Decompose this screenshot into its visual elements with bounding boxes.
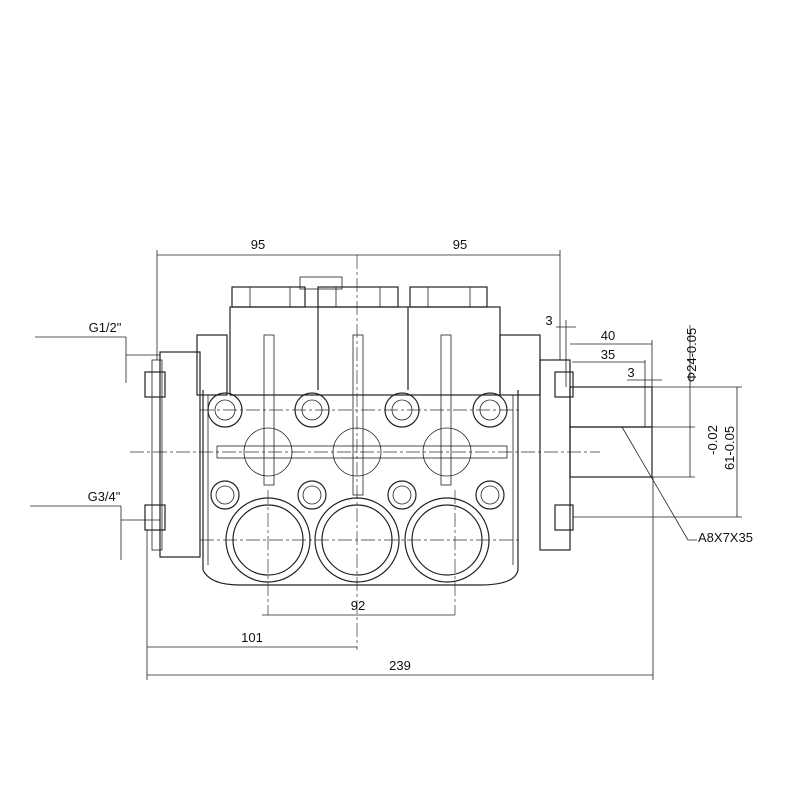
dim-key-offset: 3 [627,365,634,380]
dim-shaft-tolerance: -0.02 [705,425,720,455]
dim-overall-width: 239 [389,658,411,673]
valve-ports [225,497,490,583]
label-key-spec: A8X7X35 [698,530,753,545]
dim-port-spacing: 92 [351,598,365,613]
lower-bolts [210,480,505,510]
dim-key-length: 35 [601,347,615,362]
dim-flange-to-center: 101 [241,630,263,645]
shaft [569,426,653,478]
dim-shaft-offset: 3 [545,313,552,328]
dim-shaft-height: 61-0.05 [722,426,737,470]
upper-bolts [207,392,508,428]
dim-right-95: 95 [453,237,467,252]
dim-left-95: 95 [251,237,265,252]
dim-shaft-diameter: Φ24-0.05 [684,328,699,382]
pump-body [144,276,653,586]
dimension-labels: 95 95 G1/2" G3/4" 92 101 239 3 40 35 3 Φ… [88,237,753,673]
label-outlet-thread: G3/4" [88,489,121,504]
label-inlet-thread: G1/2" [89,320,122,335]
dim-shaft-length: 40 [601,328,615,343]
dimension-lines [30,250,742,680]
